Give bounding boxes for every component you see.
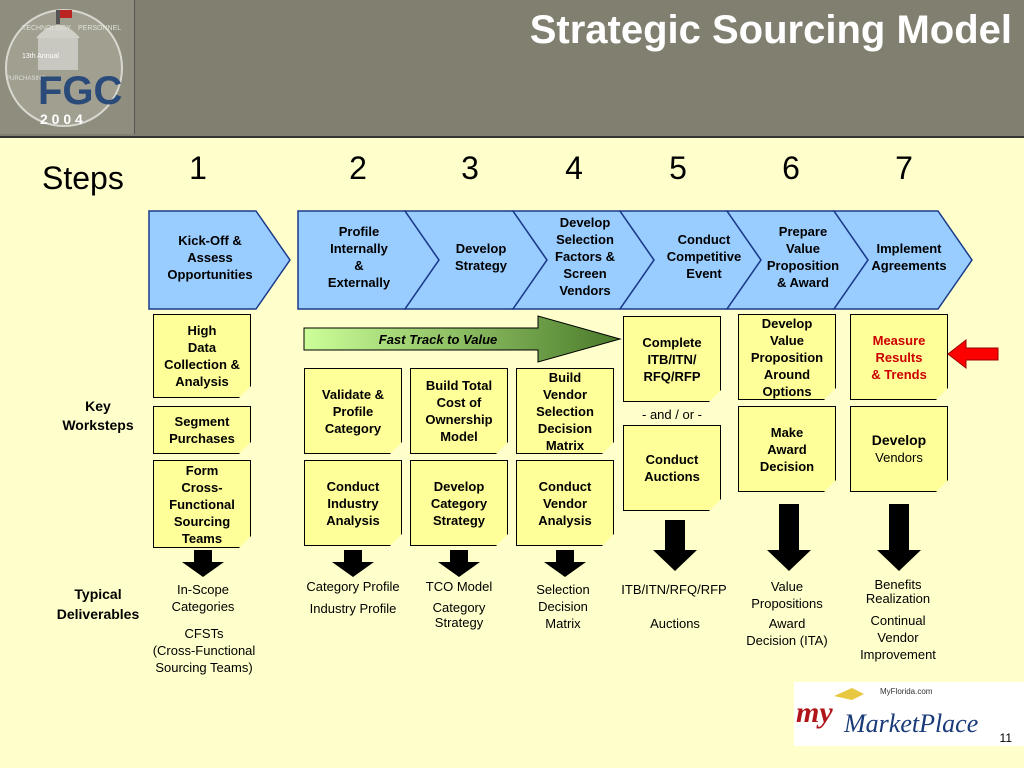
svg-text:13th Annual: 13th Annual — [22, 53, 59, 60]
and-or-label: - and / or - — [642, 407, 702, 422]
svg-text:my: my — [796, 696, 833, 729]
step-number-6: 6 — [782, 150, 800, 186]
page-title: Strategic Sourcing Model — [529, 8, 1012, 52]
typical-deliverables-label: Typical Deliverables — [56, 586, 140, 622]
down-arrow-icon-1 — [182, 550, 224, 577]
chevron-2-label: Profile Internally & Externally — [327, 224, 391, 290]
step-number-1: 1 — [189, 150, 207, 186]
step-number-5: 5 — [669, 150, 687, 186]
chevron-7-label: Implement Agreements — [871, 241, 947, 273]
chevron-4-label: Develop Selection Factors & Screen Vendo… — [555, 215, 615, 298]
chevron-7-shape — [832, 210, 973, 310]
deliverable-itb-itn: ITB/ITN/RFQ/RFP — [621, 582, 727, 597]
workstep-measure-results: Measure Results & Trends — [850, 314, 948, 400]
deliverable-value-propositions: Value Propositions — [751, 579, 823, 611]
workstep-form-teams: Form Cross- Functional Sourcing Teams — [153, 460, 251, 548]
step-number-4: 4 — [565, 150, 583, 186]
svg-text:PERSONNEL: PERSONNEL — [78, 25, 121, 32]
step-number-7: 7 — [895, 150, 913, 186]
page-number: 11 — [999, 731, 1012, 745]
deliverable-benefits: Benefits Realization — [865, 577, 931, 606]
develop-vendors-line2: Vendors — [875, 450, 923, 465]
down-arrow-icon-4 — [544, 550, 586, 577]
down-arrow-icon-6 — [767, 504, 811, 571]
deliverable-cfsts: CFSTs (Cross-Functional Sourcing Teams) — [152, 626, 256, 675]
deliverable-selection-matrix: Selection Decision Matrix — [536, 582, 590, 631]
deliverable-category-strategy: Category Strategy — [432, 600, 486, 630]
workstep-conduct-auctions: Conduct Auctions — [623, 425, 721, 511]
workstep-build-vendor-matrix: Build Vendor Selection Decision Matrix — [516, 368, 614, 454]
workstep-conduct-vendor: Conduct Vendor Analysis — [516, 460, 614, 546]
chevron-5-label: Conduct Competitive Event — [666, 232, 742, 281]
develop-vendors-line1: Develop — [871, 432, 927, 448]
fast-track-label: Fast Track to Value — [378, 332, 498, 347]
workstep-conduct-industry: Conduct Industry Analysis — [304, 460, 402, 546]
down-arrow-icon-2 — [332, 550, 374, 577]
key-worksteps-label: Key Worksteps — [62, 398, 134, 433]
process-chevrons — [148, 210, 973, 310]
steps-label: Steps — [42, 160, 124, 196]
deliverable-industry-profile: Industry Profile — [309, 601, 397, 616]
workstep-develop-category: Develop Category Strategy — [410, 460, 508, 546]
workstep-segment-purchases: Segment Purchases — [153, 406, 251, 454]
deliverable-vendor-improvement: Continual Vendor Improvement — [860, 613, 936, 662]
deliverable-auctions: Auctions — [650, 616, 700, 631]
svg-text:PURCHASING: PURCHASING — [6, 76, 46, 82]
chevron-3-label: Develop Strategy — [454, 241, 508, 273]
down-arrow-icon-7 — [877, 504, 921, 571]
deliverable-category-profile: Category Profile — [306, 579, 400, 594]
chevron-1-label: Kick-Off & Assess Opportunities — [167, 233, 253, 282]
header-bar — [0, 0, 1024, 138]
svg-text:TECHNOLOGY: TECHNOLOGY — [22, 25, 71, 32]
red-left-arrow-icon — [947, 338, 999, 370]
svg-text:FGC: FGC — [38, 69, 122, 113]
workstep-high-data: High Data Collection & Analysis — [153, 314, 251, 398]
fast-track-arrow — [303, 315, 622, 363]
workstep-develop-value: Develop Value Proposition Around Options — [738, 314, 836, 400]
step-number-3: 3 — [461, 150, 479, 186]
workstep-make-award: Make Award Decision — [738, 406, 836, 492]
chevron-6-label: Prepare Value Proposition & Award — [766, 224, 840, 290]
myfloridamarketplace-logo: MyFlorida.com my MarketPlace — [794, 682, 1024, 746]
down-arrow-icon-3 — [438, 550, 480, 577]
chevron-1-shape — [148, 210, 291, 310]
workstep-validate-profile: Validate & Profile Category — [304, 368, 402, 454]
workstep-complete-itb: Complete ITB/ITN/ RFQ/RFP — [623, 316, 721, 402]
fgc-logo-graphic: TECHNOLOGY PERSONNEL PURCHASING 13th Ann… — [5, 9, 123, 127]
deliverable-tco-model: TCO Model — [425, 579, 493, 594]
step-number-2: 2 — [349, 150, 367, 186]
fgc-logo: TECHNOLOGY PERSONNEL PURCHASING 13th Ann… — [0, 0, 135, 134]
deliverable-award-decision: Award Decision (ITA) — [746, 616, 828, 648]
workstep-build-tco: Build Total Cost of Ownership Model — [410, 368, 508, 454]
svg-text:2 0 0 4: 2 0 0 4 — [40, 111, 83, 127]
svg-text:MarketPlace: MarketPlace — [843, 709, 978, 738]
deliverable-in-scope: In-Scope Categories — [171, 582, 235, 614]
down-arrow-icon-5 — [653, 520, 697, 571]
svg-text:MyFlorida.com: MyFlorida.com — [880, 687, 933, 696]
workstep-develop-vendors: Develop Vendors — [850, 406, 948, 492]
marketplace-logo-graphic: MyFlorida.com my MarketPlace — [796, 687, 978, 738]
